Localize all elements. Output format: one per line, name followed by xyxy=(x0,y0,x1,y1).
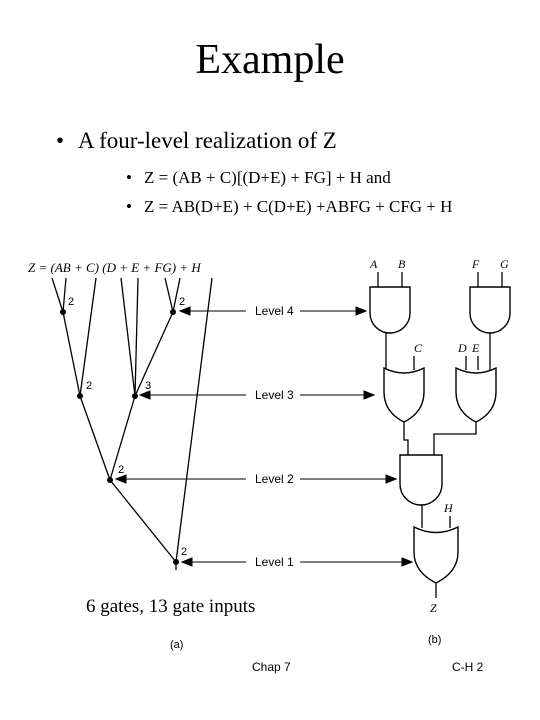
tree-lines xyxy=(51,277,213,570)
level-2-label: Level 2 xyxy=(255,472,294,486)
gates xyxy=(369,286,511,584)
bullet-main: •A four-level realization of Z xyxy=(56,128,337,153)
node-count: 3 xyxy=(145,380,151,392)
level-arrows xyxy=(114,306,414,567)
node-count: 2 xyxy=(181,546,187,558)
circuit-wires xyxy=(377,272,503,598)
tree-nodes xyxy=(60,309,179,565)
node-level3-left xyxy=(77,393,83,399)
node-fg xyxy=(170,309,176,315)
input-g: G xyxy=(500,257,509,271)
expression-label: Z = (AB + C) (D + E + FG) + H xyxy=(28,260,201,275)
figure-b-label: (b) xyxy=(428,634,441,646)
input-f: F xyxy=(471,257,480,271)
or-gate-3 xyxy=(413,525,459,584)
slide-title: Example xyxy=(195,37,345,83)
node-ab xyxy=(60,309,66,315)
node-level1 xyxy=(173,559,179,565)
input-b: B xyxy=(398,257,406,271)
and-gate-3 xyxy=(399,454,443,506)
node-count: 2 xyxy=(179,296,185,308)
input-h: H xyxy=(443,501,454,515)
level-4-label: Level 4 xyxy=(255,304,294,318)
caption: 6 gates, 13 gate inputs xyxy=(86,596,255,617)
input-d: D xyxy=(457,341,467,355)
footer-page: C-H 2 xyxy=(452,660,484,674)
input-c: C xyxy=(414,341,423,355)
node-level2 xyxy=(107,477,113,483)
bullet-sub-2: •Z = AB(D+E) + C(D+E) +ABFG + CFG + H xyxy=(126,197,453,216)
input-a: A xyxy=(369,257,378,271)
and-gate-fg xyxy=(469,286,511,334)
footer-chapter: Chap 7 xyxy=(252,660,291,674)
node-count: 2 xyxy=(68,296,74,308)
input-e: E xyxy=(471,341,480,355)
output-z: Z xyxy=(430,601,437,615)
and-gate-ab xyxy=(369,286,411,334)
figure-a-label: (a) xyxy=(170,639,183,651)
node-count: 2 xyxy=(86,380,92,392)
node-level3-right xyxy=(132,393,138,399)
or-gate-1 xyxy=(383,366,425,423)
or-gate-2 xyxy=(455,366,497,423)
level-3-label: Level 3 xyxy=(255,388,294,402)
bullet-sub-1: •Z = (AB + C)[(D+E) + FG] + H and xyxy=(126,168,391,187)
node-count: 2 xyxy=(118,464,124,476)
level-1-label: Level 1 xyxy=(255,555,294,569)
